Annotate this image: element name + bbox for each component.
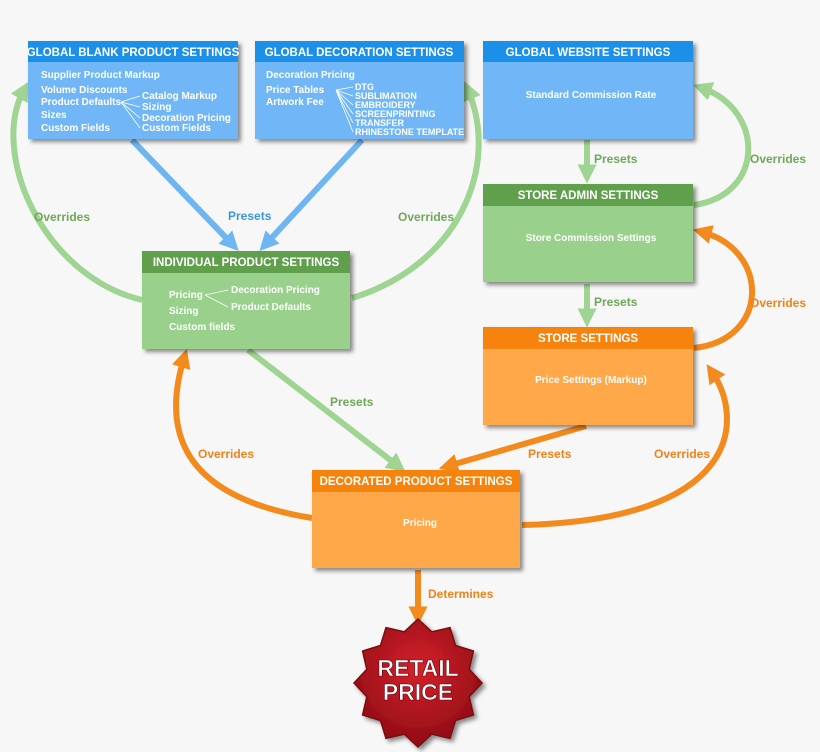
individual-product-subitem: Product Defaults xyxy=(231,302,311,313)
arrow-blank-to-individual xyxy=(129,137,239,251)
box-global-decoration-settings xyxy=(255,41,464,139)
retail-price-badge: RETAIL PRICE xyxy=(352,617,484,749)
individual-product-item: Sizing xyxy=(169,306,198,317)
arrow-individual-to-decorated xyxy=(246,347,406,472)
box-individual-product-settings xyxy=(142,251,350,349)
global-blank-item: Volume Discounts xyxy=(41,85,128,96)
box-global-website-settings xyxy=(483,41,693,139)
box-store-settings xyxy=(483,327,693,425)
global-blank-subitem: Custom Fields xyxy=(142,123,211,134)
box-store-admin-settings xyxy=(483,184,693,282)
global-decoration-items: Decoration Pricing Price Tables Artwork … xyxy=(266,70,464,137)
store-admin-body: Store Commission Settings xyxy=(526,233,657,244)
global-blank-subitem: Catalog Markup xyxy=(142,91,217,102)
arrows xyxy=(10,81,755,626)
global-website-title: GLOBAL WEBSITE SETTINGS xyxy=(506,47,671,59)
global-blank-item: Sizes xyxy=(41,110,67,121)
global-blank-items: Supplier Product Markup Volume Discounts… xyxy=(41,70,231,134)
label-presets-store: Presets xyxy=(528,447,572,461)
label-overrides-store: Overrides xyxy=(654,447,710,461)
label-overrides-left: Overrides xyxy=(34,210,90,224)
global-decoration-subitem: RHINESTONE TEMPLATE xyxy=(355,127,464,137)
arrow-individual-overrides-decoration xyxy=(351,81,482,301)
store-body: Price Settings (Markup) xyxy=(535,375,647,386)
global-blank-subitem: Sizing xyxy=(142,102,171,113)
retail-price-line1: RETAIL xyxy=(377,655,458,681)
individual-product-item: Pricing xyxy=(169,290,203,301)
global-decoration-subitem: SUBLIMATION xyxy=(355,91,417,101)
global-website-body: Standard Commission Rate xyxy=(526,90,657,101)
individual-product-connector xyxy=(204,289,229,308)
arrow-individual-overrides-blank xyxy=(10,81,143,303)
label-overrides-individual: Overrides xyxy=(198,447,254,461)
global-decoration-title: GLOBAL DECORATION SETTINGS xyxy=(265,47,454,59)
store-admin-title: STORE ADMIN SETTINGS xyxy=(518,190,659,202)
decorated-product-title: DECORATED PRODUCT SETTINGS xyxy=(320,476,513,488)
global-decoration-subitem: SCREENPRINTING xyxy=(355,109,436,119)
decorated-product-body: Pricing xyxy=(403,518,437,529)
arrow-decorated-overrides-store xyxy=(521,364,730,528)
global-decoration-item: Artwork Fee xyxy=(266,97,324,108)
label-determines: Determines xyxy=(428,587,494,601)
label-presets-website: Presets xyxy=(594,152,638,166)
global-blank-subitem: Decoration Pricing xyxy=(142,113,231,124)
arrow-decorated-overrides-individual xyxy=(172,348,313,521)
label-presets-individual: Presets xyxy=(330,395,374,409)
store-title: STORE SETTINGS xyxy=(538,333,638,345)
global-blank-item: Custom Fields xyxy=(41,123,110,134)
box-global-blank-product-settings xyxy=(28,41,238,139)
label-overrides-mid: Overrides xyxy=(398,210,454,224)
global-blank-title: GLOBAL BLANK PRODUCT SETTINGS xyxy=(27,47,240,59)
edge-labels: Presets Overrides Overrides Presets Over… xyxy=(34,152,806,601)
arrow-storeadmin-overrides-website xyxy=(692,82,752,208)
individual-product-items: Pricing Sizing Custom fields Decoration … xyxy=(169,285,320,333)
individual-product-subitem: Decoration Pricing xyxy=(231,285,320,296)
global-blank-item: Product Defaults xyxy=(41,97,121,108)
global-decoration-item: Price Tables xyxy=(266,85,325,96)
global-decoration-subitem: DTG xyxy=(355,82,374,92)
individual-product-item: Custom fields xyxy=(169,322,236,333)
arrow-store-to-decorated xyxy=(438,423,587,473)
arrow-decoration-to-individual xyxy=(259,137,365,252)
label-presets-storeadmin: Presets xyxy=(594,295,638,309)
global-decoration-item: Decoration Pricing xyxy=(266,70,355,81)
badge-star-shape xyxy=(352,617,484,749)
global-decoration-subitem: TRANSFER xyxy=(355,118,404,128)
arrow-store-overrides-storeadmin xyxy=(692,225,755,351)
individual-product-title: INDIVIDUAL PRODUCT SETTINGS xyxy=(153,257,340,269)
retail-price-line2: PRICE xyxy=(383,679,453,705)
label-overrides-storeadmin: Overrides xyxy=(750,296,806,310)
global-decoration-connector xyxy=(335,86,354,133)
global-blank-connector xyxy=(120,95,141,129)
label-overrides-website: Overrides xyxy=(750,152,806,166)
box-decorated-product-settings xyxy=(312,470,520,568)
global-blank-item: Supplier Product Markup xyxy=(41,70,160,81)
global-decoration-subitem: EMBROIDERY xyxy=(355,100,416,110)
label-presets-blue: Presets xyxy=(228,209,272,223)
